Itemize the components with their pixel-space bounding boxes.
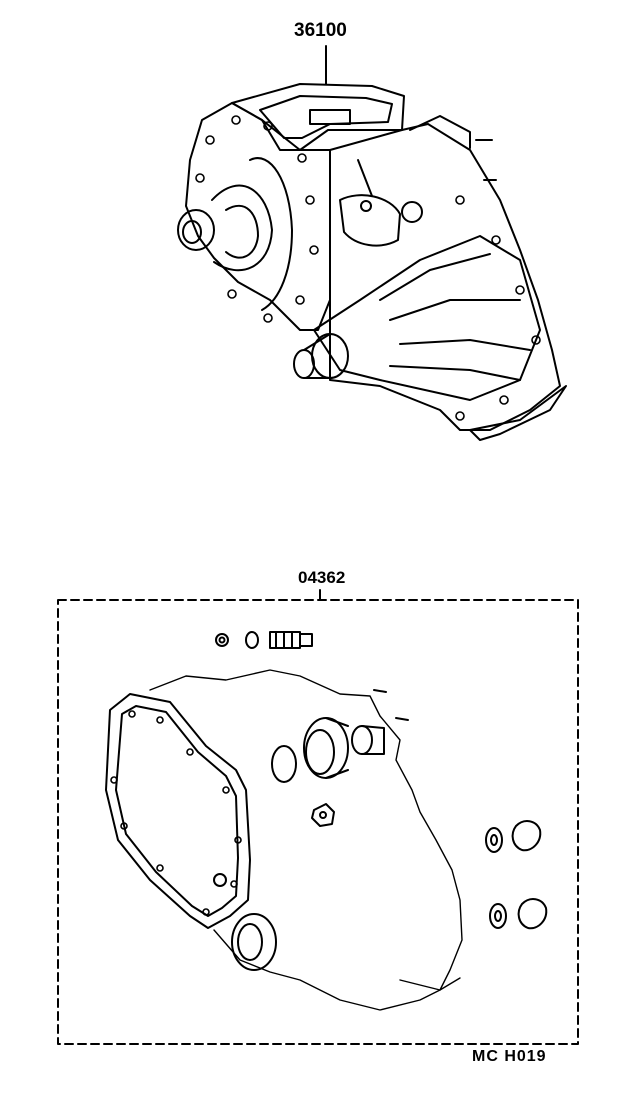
right-washer-2-hole <box>494 910 502 922</box>
output-shaft-end <box>293 349 315 379</box>
top-cover <box>231 83 405 151</box>
top-opening <box>309 109 351 125</box>
extension-ribs <box>379 253 531 381</box>
case-boss <box>339 194 401 247</box>
top-cover-inner <box>259 95 393 139</box>
plug-threads <box>275 631 293 649</box>
rear-stud-1 <box>373 689 387 693</box>
small-nut-hole <box>319 811 327 819</box>
rear-cap-front <box>351 725 373 755</box>
rear-stud-2 <box>395 717 409 721</box>
output-shaft-splines <box>303 333 331 379</box>
shift-rod <box>357 159 373 197</box>
small-washer <box>215 633 229 647</box>
gasket-bolt-holes <box>110 710 242 916</box>
shift-lever-boss <box>401 201 423 223</box>
case-lip <box>399 977 461 991</box>
right-washer-1-hole <box>490 834 498 846</box>
input-shaft-outer <box>177 209 215 251</box>
case-rear-half <box>329 123 561 431</box>
case-front-half <box>185 102 331 331</box>
plug-body <box>269 631 301 649</box>
kit-boundary-dashed <box>57 599 579 1045</box>
right-washer-1 <box>485 827 503 853</box>
front-bearing-retainer-inner <box>225 204 259 259</box>
part-number-label-04362: 04362 <box>298 568 346 587</box>
small-o-ring <box>245 631 259 649</box>
rear-cap-body <box>361 725 385 755</box>
plug-head <box>299 633 313 647</box>
oil-seal-large-edge <box>325 717 349 779</box>
oil-seal-bottom-outer <box>231 913 277 971</box>
diagram-reference-code: MC H019 <box>472 1048 547 1065</box>
gasket-dowel-hole <box>213 873 227 887</box>
input-shaft-inner <box>182 220 202 244</box>
case-bolts <box>195 115 541 421</box>
small-nut <box>311 803 335 827</box>
oil-seal-large-inner <box>305 729 335 775</box>
skid-plate <box>469 385 567 441</box>
extension-housing <box>313 235 541 401</box>
o-ring <box>271 745 297 783</box>
right-plug-1 <box>511 820 542 852</box>
case-outline-sketch <box>149 669 463 1011</box>
oil-seal-bottom-inner <box>237 923 263 961</box>
case-gasket-inner <box>115 705 239 917</box>
right-plug-2 <box>517 898 548 930</box>
case-gasket-outer <box>105 693 251 929</box>
rear-plate-top <box>409 115 471 149</box>
part-number-label-36100: 36100 <box>294 20 347 41</box>
case-rib <box>249 157 293 311</box>
breather-plug <box>360 200 372 212</box>
small-washer-hole <box>218 636 226 644</box>
gasket-kit-drawing <box>105 631 548 1011</box>
right-washer-2 <box>489 903 507 929</box>
transfer-assembly-drawing <box>177 83 567 441</box>
front-bearing-retainer <box>211 184 273 272</box>
